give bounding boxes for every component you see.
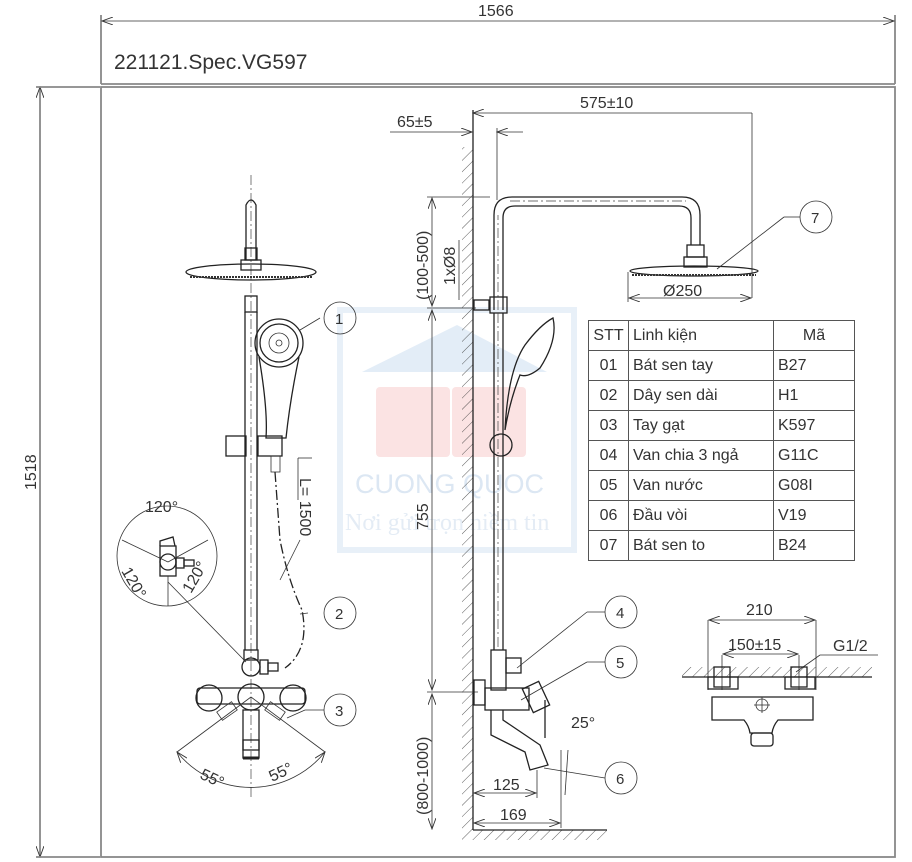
parts-table-header: STT Linh kiện Mã — [588, 320, 855, 351]
header-code: Mã — [773, 320, 855, 351]
hand-shower — [254, 318, 304, 439]
lever-angle-label: 25° — [571, 715, 595, 732]
header-name: Linh kiện — [628, 320, 774, 351]
mixer-overall-label: 210 — [746, 602, 773, 619]
arm-reach-label: 575±10 — [580, 95, 633, 112]
hose-length-label: L= 1500 — [296, 478, 313, 536]
handle-angle-right: 55° — [267, 760, 296, 786]
row-name: Van nước — [628, 470, 774, 501]
svg-text:6: 6 — [616, 771, 624, 788]
svg-text:3: 3 — [335, 703, 343, 720]
anchor-label: 1xØ8 — [442, 247, 459, 285]
overall-height-label: 1518 — [23, 454, 40, 490]
callout-5: 5 — [520, 645, 638, 701]
mount-height-label: (800-1000) — [415, 737, 432, 815]
side-view: 575±10 65±5 Ø250 (100-500) 1xØ8 — [390, 95, 833, 840]
header-stt: STT — [588, 320, 629, 351]
row-code: V19 — [773, 500, 855, 531]
row-code: G08I — [773, 470, 855, 501]
watermark-slogan: Nơi gửi trọn niềm tin — [345, 510, 549, 536]
overall-width-dimension: 1566 — [102, 3, 894, 21]
row-stt: 07 — [588, 530, 629, 561]
callout-7: 7 — [716, 200, 833, 270]
table-row: 07 Bát sen to B24 — [588, 530, 855, 561]
table-row: 01 Bát sen tay B27 — [588, 350, 855, 381]
row-code: B27 — [773, 350, 855, 381]
diverter-angle-left: 120° — [118, 565, 149, 602]
title-block: 221121.Spec.VG597 — [100, 15, 896, 85]
spout-reach-169: 169 — [500, 807, 527, 824]
row-code: B24 — [773, 530, 855, 561]
row-code: H1 — [773, 380, 855, 411]
watermark-brand: CUONG QUOC — [355, 469, 544, 499]
mixer-top-view: 210 150±15 G1/2 — [682, 602, 878, 747]
row-stt: 04 — [588, 440, 629, 471]
slider-bracket — [225, 435, 247, 457]
diverter-angle-top: 120° — [145, 499, 178, 516]
overall-width-label: 1566 — [478, 3, 514, 20]
floor-hatch — [462, 830, 607, 840]
svg-text:4: 4 — [616, 605, 624, 622]
upper-range-label: (100-500) — [415, 231, 432, 300]
callout-6: 6 — [543, 761, 638, 795]
shower-arm — [493, 196, 701, 310]
rail-height-label: 755 — [415, 503, 432, 530]
row-name: Bát sen tay — [628, 350, 774, 381]
spout-reach-125: 125 — [493, 777, 520, 794]
head-diameter-label: Ø250 — [663, 283, 702, 300]
row-code: G11C — [773, 440, 855, 471]
svg-text:5: 5 — [616, 655, 624, 672]
table-row: 02 Dây sen dài H1 — [588, 380, 855, 411]
watermark-logo-c — [376, 387, 450, 457]
row-name: Van chia 3 ngả — [628, 440, 774, 471]
handle-angle-left: 55° — [197, 766, 226, 792]
rain-shower-head — [185, 263, 317, 281]
row-stt: 05 — [588, 470, 629, 501]
front-view: L= 1500 55° 55° — [116, 175, 357, 800]
table-row: 03 Tay gạt K597 — [588, 410, 855, 441]
hand-shower-side — [504, 317, 555, 431]
mixer-body — [195, 683, 307, 760]
table-row: 04 Van chia 3 ngả G11C — [588, 440, 855, 471]
table-row: 05 Van nước G08I — [588, 470, 855, 501]
row-name: Tay gạt — [628, 410, 774, 441]
thread-label: G1/2 — [833, 638, 868, 655]
callout-4: 4 — [516, 595, 638, 669]
mixer-centers-label: 150±15 — [728, 637, 781, 654]
callout-3: 3 — [286, 693, 357, 727]
overall-height-dimension: 1518 — [23, 87, 100, 857]
row-name: Đầu vòi — [628, 500, 774, 531]
row-stt: 03 — [588, 410, 629, 441]
callout-2: 2 — [299, 596, 357, 630]
watermark-roof-icon — [362, 325, 547, 372]
hose-line — [274, 471, 305, 669]
row-name: Dây sen dài — [628, 380, 774, 411]
table-row: 06 Đầu vòi V19 — [588, 500, 855, 531]
row-stt: 02 — [588, 380, 629, 411]
wall-anchor — [473, 299, 490, 311]
svg-text:7: 7 — [811, 210, 819, 227]
row-stt: 06 — [588, 500, 629, 531]
row-stt: 01 — [588, 350, 629, 381]
callout-1: 1 — [299, 301, 357, 335]
watermark-frame — [337, 307, 577, 553]
drawing-frame — [100, 86, 896, 858]
svg-text:2: 2 — [335, 606, 343, 623]
svg-text:1: 1 — [335, 311, 343, 328]
mixer-side: 25° — [473, 649, 595, 796]
wall-offset-label: 65±5 — [397, 114, 433, 131]
watermark: CUONG QUOC Nơi gửi trọn niềm tin — [337, 307, 577, 553]
row-code: K597 — [773, 410, 855, 441]
parts-table: STT Linh kiện Mã 01 Bát sen tay B27 02 D… — [588, 320, 855, 561]
drawing-title: 221121.Spec.VG597 — [114, 51, 307, 74]
top-tube — [245, 199, 257, 260]
row-name: Bát sen to — [628, 530, 774, 561]
diverter-detail: 120° 120° 120° — [116, 499, 247, 663]
wall-hatch — [462, 147, 473, 830]
